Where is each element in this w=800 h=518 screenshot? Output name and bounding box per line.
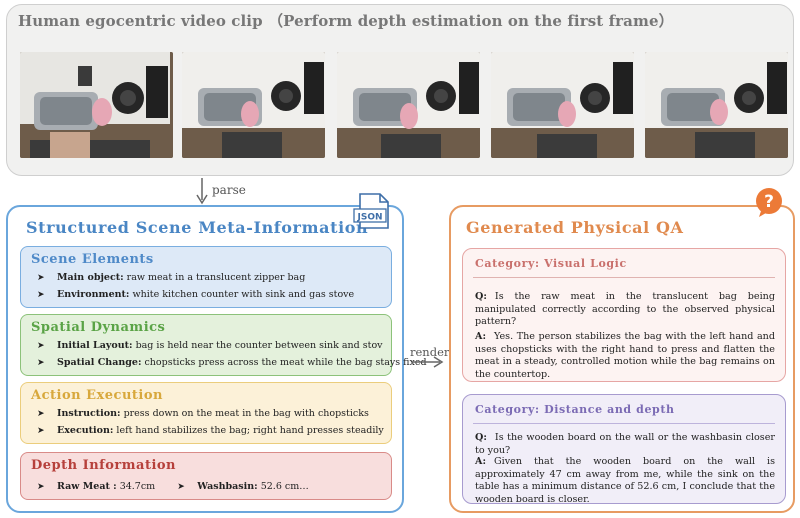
- parse-arrow-icon: [196, 178, 208, 205]
- arrow-bullet-icon: ➤: [37, 290, 45, 300]
- video-frame-5: [645, 52, 788, 158]
- qa-distance-question: Q:Is the wooden board on the wall or the…: [475, 432, 775, 456]
- render-arrow-icon: [412, 356, 444, 368]
- scene-meta-title: Structured Scene Meta-Information: [26, 218, 369, 237]
- scene-line-main-object: ➤Main object: raw meat in a translucent …: [37, 272, 306, 283]
- depth-information-title: Depth Information: [31, 458, 177, 473]
- video-frame-4: [491, 52, 634, 158]
- video-clip-title: Human egocentric video clip （Perform dep…: [18, 12, 674, 30]
- arrow-bullet-icon: ➤: [177, 482, 185, 492]
- question-bubble-icon: ?: [756, 188, 782, 217]
- arrow-bullet-icon: ➤: [37, 273, 45, 283]
- arrow-bullet-icon: ➤: [37, 482, 45, 492]
- depth-raw-meat-value: 34.7cm: [119, 481, 156, 492]
- action-line-instruction: ➤Instruction: press down on the meat in …: [37, 408, 369, 419]
- scene-elements-title: Scene Elements: [31, 252, 154, 267]
- qa-category-distance-depth: Category: Distance and depth: [475, 403, 675, 416]
- scene-elements-section: Scene Elements ➤Main object: raw meat in…: [20, 246, 392, 308]
- action-execution-title: Action Execution: [31, 388, 163, 403]
- scene-line-environment: ➤Environment: white kitchen counter with…: [37, 289, 355, 300]
- spatial-line-spatial-change: ➤Spatial Change: chopsticks press across…: [37, 357, 427, 368]
- parse-label: parse: [212, 183, 246, 197]
- spatial-dynamics-section: Spatial Dynamics ➤Initial Layout: bag is…: [20, 314, 427, 376]
- action-line-execution: ➤Execution: left hand stabilizes the bag…: [37, 425, 384, 436]
- json-icon-label: JSON: [356, 213, 382, 223]
- action-execution-section: Action Execution ➤Instruction: press dow…: [20, 382, 392, 444]
- qa-divider: [473, 423, 775, 424]
- arrow-bullet-icon: ➤: [37, 426, 45, 436]
- spatial-line-initial-layout: ➤Initial Layout: bag is held near the co…: [37, 340, 383, 351]
- question-icon-label: ?: [764, 192, 774, 212]
- json-file-icon: JSON: [353, 193, 389, 229]
- qa-category-visual-logic: Category: Visual Logic: [475, 257, 627, 270]
- arrow-bullet-icon: ➤: [37, 358, 45, 368]
- depth-information-section: Depth Information ➤Raw Meat : 34.7cm ➤Wa…: [20, 452, 392, 500]
- video-frame-2: [182, 52, 325, 158]
- depth-washbasin-value: 52.6 cm…: [260, 481, 309, 492]
- video-frame-3: [337, 52, 480, 158]
- spatial-dynamics-title: Spatial Dynamics: [31, 320, 166, 335]
- qa-visual-answer: A:Yes. The person stabilizes the bag wit…: [475, 331, 775, 380]
- qa-divider: [473, 277, 775, 278]
- arrow-bullet-icon: ➤: [37, 409, 45, 419]
- depth-line: ➤Raw Meat : 34.7cm ➤Washbasin: 52.6 cm…: [37, 481, 309, 492]
- render-label: render: [410, 345, 450, 359]
- qa-distance-answer: A:Given that the wooden board on the wal…: [475, 456, 775, 505]
- qa-visual-question: Q:Is the raw meat in the translucent bag…: [475, 291, 775, 328]
- qa-card-distance-depth: Category: Distance and depth Q:Is the wo…: [462, 394, 786, 505]
- qa-card-visual-logic: Category: Visual Logic Q:Is the raw meat…: [462, 248, 786, 382]
- physical-qa-title: Generated Physical QA: [466, 218, 684, 237]
- video-frame-1: [20, 52, 173, 158]
- arrow-bullet-icon: ➤: [37, 341, 45, 351]
